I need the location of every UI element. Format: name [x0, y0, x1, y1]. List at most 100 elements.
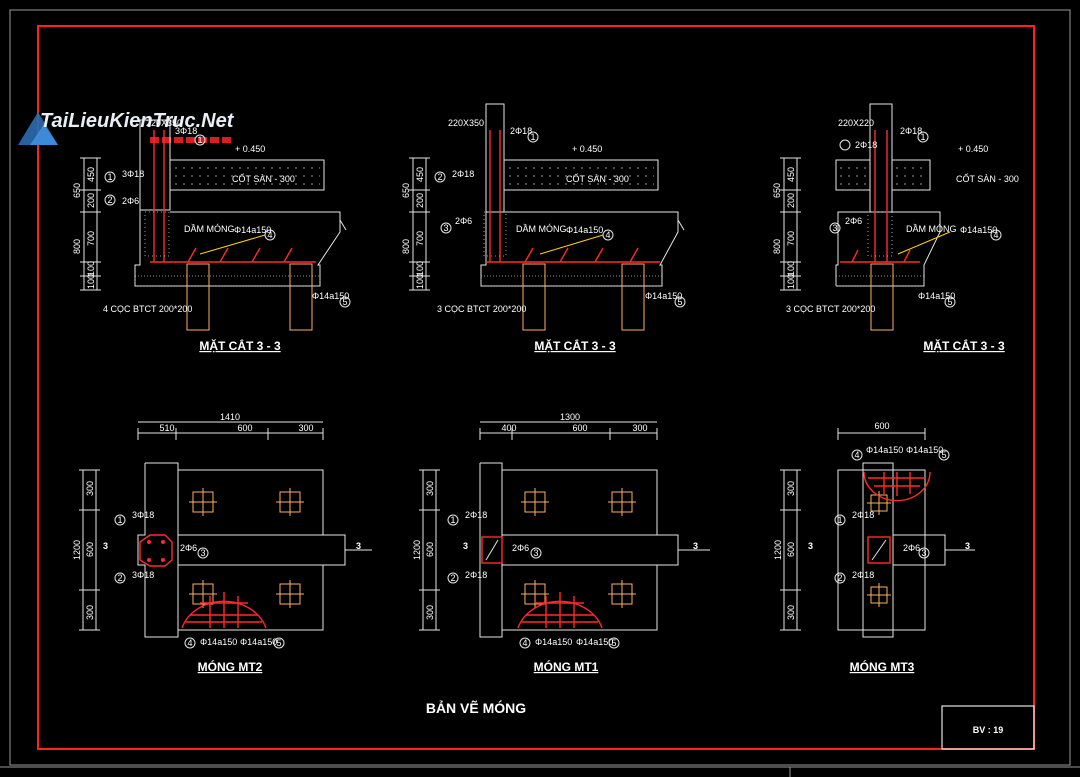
dim-100a: 100 — [415, 261, 425, 276]
dim-800: 800 — [72, 239, 82, 254]
sheet-number: BV : 19 — [973, 725, 1004, 735]
marker-3: 3 — [443, 223, 448, 233]
top-bar-label: 2Φ18 — [510, 126, 532, 136]
marker-5: 5 — [611, 638, 616, 648]
dim-h3: 300 — [85, 605, 95, 620]
level-label: + 0.450 — [235, 144, 265, 154]
left-bar-label: 2Φ18 — [855, 140, 877, 150]
stirrup-label: 2Φ6 — [903, 543, 920, 553]
dim-100a: 100 — [786, 261, 796, 276]
dim-800: 800 — [772, 239, 782, 254]
dim-h3: 300 — [786, 605, 796, 620]
dim-450: 450 — [786, 167, 796, 182]
floor-slab — [169, 159, 325, 191]
marker-2: 2 — [450, 573, 455, 583]
dim-width-b: 600 — [572, 423, 587, 433]
cut-marker-right: 3 — [965, 541, 970, 551]
dim-650: 650 — [72, 183, 82, 198]
floor-level-label: CỐT SÀN - 300 — [232, 173, 295, 184]
marker-3: 3 — [200, 548, 205, 558]
dim-200: 200 — [415, 193, 425, 208]
marker-2: 2 — [437, 172, 442, 182]
marker-1b: 1 — [107, 172, 112, 182]
dim-width-a: 510 — [159, 423, 174, 433]
sheet-number-box — [941, 705, 1035, 750]
top-bar-label: 3Φ18 — [175, 126, 197, 136]
marker-2: 2 — [117, 573, 122, 583]
dim-200: 200 — [786, 193, 796, 208]
mesh-label-b: Φ14a150 — [906, 445, 943, 455]
marker-1: 1 — [450, 515, 455, 525]
marker-5: 5 — [677, 297, 682, 307]
level-label: + 0.450 — [958, 144, 988, 154]
dim-100b: 100 — [86, 274, 96, 289]
dim-h1: 300 — [85, 481, 95, 496]
pile-marks — [189, 488, 304, 608]
dim-100a: 100 — [86, 261, 96, 276]
dim-650: 650 — [772, 183, 782, 198]
dim-total-width: 600 — [874, 421, 889, 431]
plan-title: MÓNG MT3 — [850, 659, 915, 674]
dim-h1: 300 — [425, 481, 435, 496]
dim-width-c: 300 — [632, 423, 647, 433]
top-bar-label: 2Φ18 — [900, 126, 922, 136]
dim-total-width: 1300 — [560, 412, 580, 422]
dim-100b: 100 — [786, 274, 796, 289]
mesh-label: Φ14a150 — [960, 225, 997, 235]
marker-5: 5 — [276, 638, 281, 648]
marker-5: 5 — [342, 297, 347, 307]
dim-450: 450 — [415, 167, 425, 182]
marker-2: 2 — [837, 573, 842, 583]
marker-2: 2 — [107, 195, 112, 205]
plan-title: MÓNG MT2 — [198, 659, 263, 674]
plan-mt3: 600 1200 300 600 300 3 3 4 Φ14a150 Φ14a1… — [773, 421, 975, 674]
marker-5: 5 — [947, 297, 952, 307]
section-title: MẶT CẮT 3 - 3 — [923, 338, 1005, 353]
mesh-label-b: Φ14a150 — [576, 637, 613, 647]
dim-200: 200 — [86, 193, 96, 208]
mesh-bottom-label: Φ14a150 — [645, 291, 682, 301]
dim-h2: 600 — [85, 542, 95, 557]
bar-label-top: 3Φ18 — [132, 510, 154, 520]
dim-700: 700 — [786, 231, 796, 246]
plan-mt1: 1300 400 600 300 1200 300 600 300 3 3 1 … — [412, 412, 710, 674]
marker-3: 3 — [832, 223, 837, 233]
column-size: 220X220 — [838, 118, 874, 128]
beam-core — [144, 211, 170, 257]
dim-width-b: 600 — [237, 423, 252, 433]
marker-4: 4 — [267, 230, 272, 240]
floor-level-label: CỐT SÀN - 300 — [956, 173, 1019, 184]
mesh-bottom-label: Φ14a150 — [918, 291, 955, 301]
dim-800: 800 — [401, 239, 411, 254]
red-drawing-frame — [37, 25, 1035, 750]
dim-width-c: 300 — [298, 423, 313, 433]
marker-3: 3 — [533, 548, 538, 558]
section-title: MẶT CẮT 3 - 3 — [199, 338, 281, 353]
stirrup-label: 2Φ6 — [845, 216, 862, 226]
piles — [186, 263, 313, 331]
outer-border — [9, 9, 1071, 766]
stirrup-label: 2Φ6 — [455, 216, 472, 226]
left-bar-label: 3Φ18 — [122, 169, 144, 179]
mesh-label: Φ14a150 — [566, 225, 603, 235]
beam-label: DẦM MÓNG — [516, 224, 567, 234]
bar-label-top: 2Φ18 — [465, 510, 487, 520]
bar-label-top: 2Φ18 — [852, 510, 874, 520]
marker-1: 1 — [530, 132, 535, 142]
floor-level-label: CỐT SÀN - 300 — [566, 173, 629, 184]
mesh-label-b: Φ14a150 — [240, 637, 277, 647]
cut-marker-right: 3 — [356, 541, 361, 551]
stirrup-label: 2Φ6 — [512, 543, 529, 553]
marker-1: 1 — [837, 515, 842, 525]
section-3-3-right: 650 450 200 800 700 100 100 220X220 2Φ18… — [772, 103, 1019, 353]
mesh-label-a: Φ14a150 — [866, 445, 903, 455]
section-3-3-left: 650 450 200 800 700 100 100 220X350 3Φ18 — [72, 118, 351, 353]
dim-total-width: 1410 — [220, 412, 240, 422]
dim-height: 1200 — [72, 540, 82, 560]
drawing-title: BẢN VẼ MÓNG — [426, 699, 526, 716]
column-size: 220X350 — [146, 118, 182, 128]
marker-4: 4 — [993, 230, 998, 240]
watermark-logo: TaiLieuKienTruc.Net — [18, 110, 235, 145]
marker-4: 4 — [605, 230, 610, 240]
cut-marker-right: 3 — [693, 541, 698, 551]
